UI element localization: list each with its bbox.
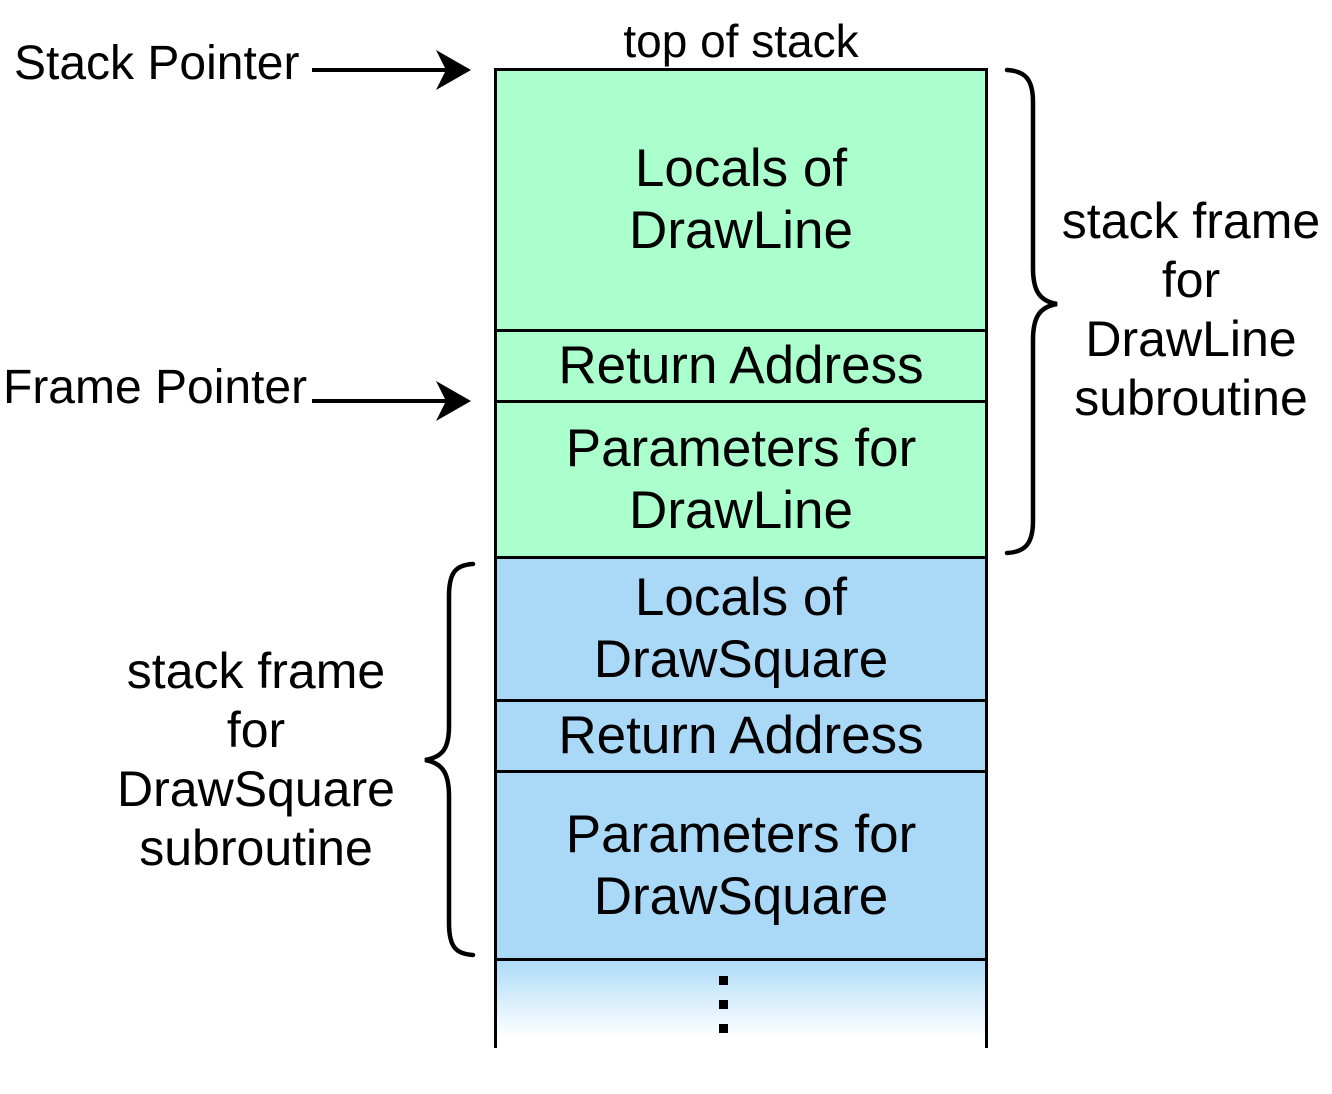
cell-return-address-drawline: Return Address: [497, 332, 985, 403]
frame-pointer-arrow: [312, 381, 471, 421]
stack-pointer-arrow: [312, 50, 471, 90]
cell-parameters-for-drawsquare: Parameters for DrawSquare: [497, 773, 985, 961]
ellipsis-dot: [718, 1024, 728, 1033]
drawsquare-stack-frame-label: stack frame for DrawSquare subroutine: [117, 643, 395, 876]
ellipsis-dot: [718, 1000, 728, 1009]
stack-continuation-region: [497, 961, 985, 1048]
stack-pointer-label: Stack Pointer: [14, 37, 300, 90]
cell-return-address-drawsquare: Return Address: [497, 702, 985, 773]
cell-locals-of-drawline: Locals of DrawLine: [497, 71, 985, 332]
cell-locals-of-drawsquare: Locals of DrawSquare: [497, 559, 985, 702]
ellipsis-icon: [718, 976, 728, 1033]
stack-column: Locals of DrawLine Return Address Parame…: [494, 68, 988, 1048]
drawline-stack-frame-label: stack frame for DrawLine subroutine: [1061, 193, 1321, 426]
cell-parameters-for-drawline: Parameters for DrawLine: [497, 403, 985, 559]
top-of-stack-label: top of stack: [623, 15, 859, 67]
ellipsis-dot: [718, 976, 728, 985]
frame-pointer-label: Frame Pointer: [3, 361, 308, 414]
